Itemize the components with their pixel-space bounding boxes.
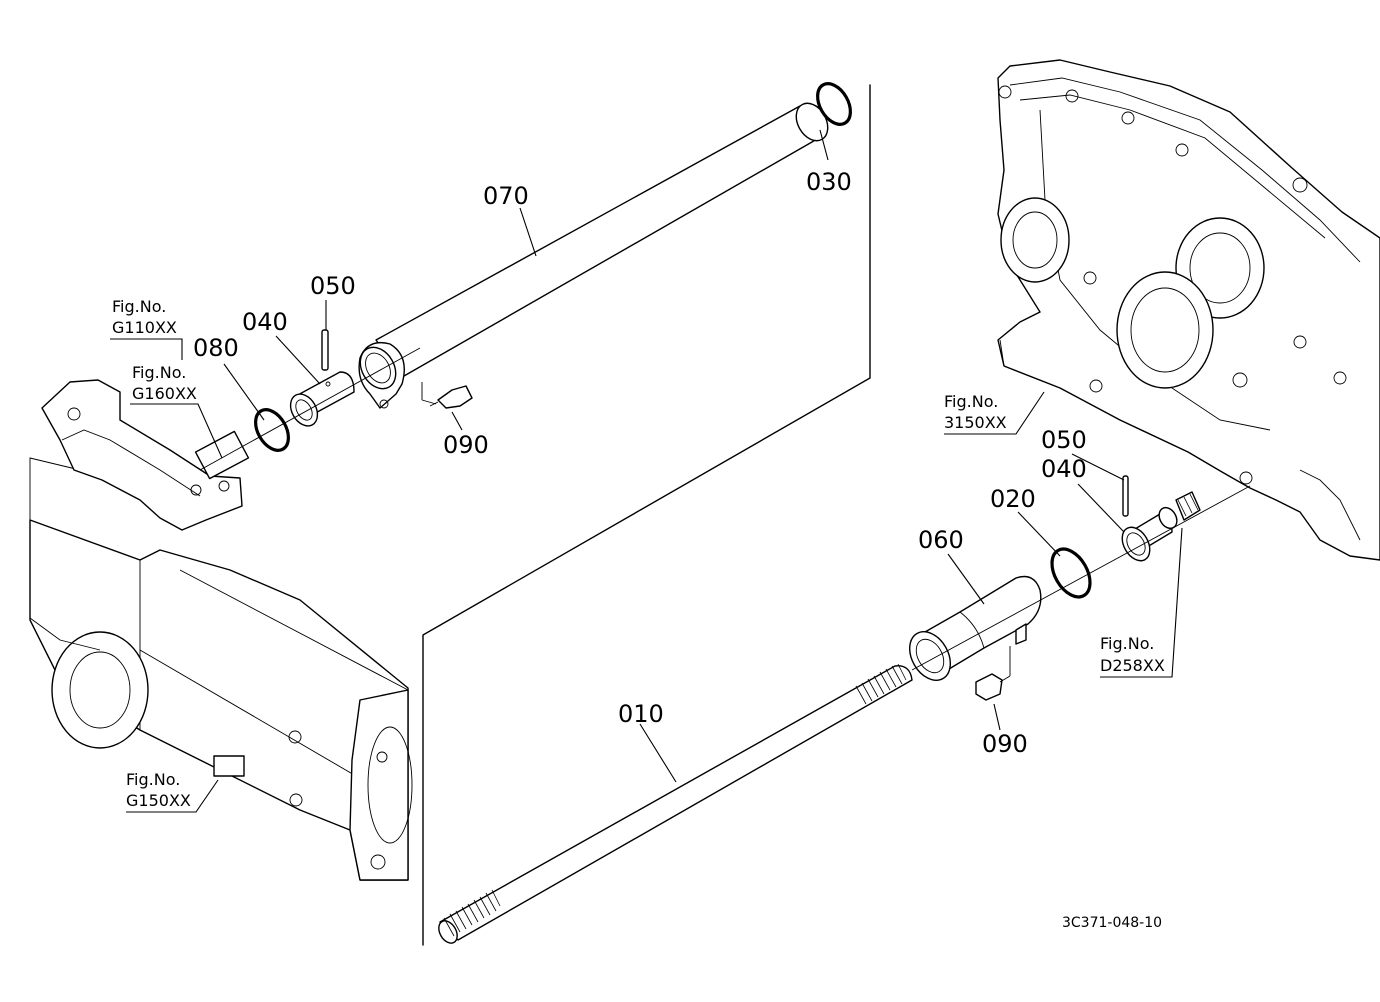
shaft-spline-right (855, 663, 907, 705)
figref-d258-caption: Fig.No. (1100, 634, 1154, 653)
figref-d258-code: D258XX (1100, 656, 1165, 675)
callout-040-top: 040 (242, 308, 288, 336)
figref-3150-code: 3150XX (944, 413, 1007, 432)
drawing-number: 3C371-048-10 (1062, 915, 1162, 931)
callout-080: 080 (193, 334, 239, 362)
gear-case-housing (997, 59, 1380, 561)
figure-refs: Fig.No. G110XX Fig.No. G160XX Fig.No. G1… (112, 297, 1165, 810)
part-050-pin-right (1122, 475, 1129, 517)
part-020-oring (1050, 547, 1092, 599)
part-040-bushing-top (289, 371, 355, 427)
section-frame (422, 84, 871, 946)
part-010-shaft (438, 663, 913, 944)
callout-090-bottom: 090 (982, 730, 1028, 758)
figref-g110-caption: Fig.No. (112, 297, 166, 316)
shaft-spline-left (443, 889, 501, 937)
part-050-pin-top (321, 329, 329, 371)
callout-030: 030 (806, 168, 852, 196)
callout-050-top: 050 (310, 272, 356, 300)
figref-3150-caption: Fig.No. (944, 392, 998, 411)
callout-060: 060 (918, 526, 964, 554)
leader-lines (110, 129, 1183, 813)
part-070-tube (358, 102, 829, 409)
figref-g150-code: G150XX (126, 791, 191, 810)
callout-020: 020 (990, 485, 1036, 513)
callout-010: 010 (618, 700, 664, 728)
callout-090-top: 090 (443, 431, 489, 459)
figref-g150-caption: Fig.No. (126, 770, 180, 789)
figref-g160-code: G160XX (132, 384, 197, 403)
figref-g110-code: G110XX (112, 318, 177, 337)
front-axle-housing (29, 457, 413, 881)
part-090-fitting-top (421, 382, 473, 409)
part-callouts: 070 030 050 040 080 090 050 040 020 060 … (193, 168, 1087, 758)
callout-070: 070 (483, 182, 529, 210)
input-spline-collar (1158, 491, 1201, 530)
callout-050-right: 050 (1041, 426, 1087, 454)
part-090-fitting-bottom (975, 646, 1011, 701)
part-060-coupling (909, 575, 1042, 681)
part-030-oring (816, 82, 852, 126)
callout-040-right: 040 (1041, 455, 1087, 483)
figref-g160-caption: Fig.No. (132, 363, 186, 382)
support-bracket (41, 379, 250, 531)
